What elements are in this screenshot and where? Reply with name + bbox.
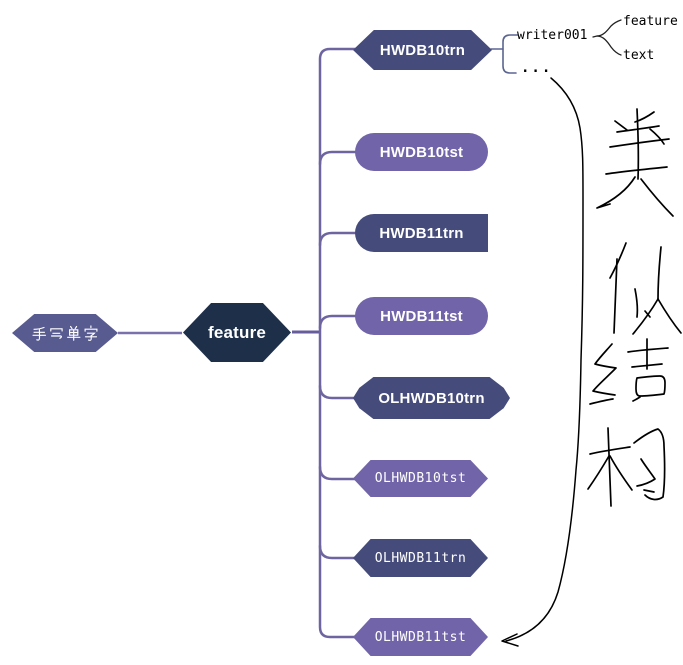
annotation-strokes <box>587 108 682 507</box>
node-root[interactable] <box>12 314 118 352</box>
writer-bracket <box>490 34 519 74</box>
trunk-line <box>318 47 358 639</box>
writer-split-curls <box>592 19 622 56</box>
node-label: HWDB11trn <box>379 224 464 242</box>
node-label: OLHWDB11tst <box>374 629 467 645</box>
branch-olhwdb10tst <box>318 465 359 481</box>
hanzi-shou <box>32 326 47 341</box>
node-label: OLHWDB10tst <box>374 471 467 486</box>
writer-ellipsis: ... <box>521 60 553 76</box>
hanzi-gou <box>587 427 666 507</box>
node-hwdb11trn[interactable]: HWDB11trn <box>355 214 488 252</box>
node-hwdb10trn[interactable]: HWDB10trn <box>353 30 492 70</box>
hand-brace-arrowhead <box>501 633 519 647</box>
node-label: OLHWDB11trn <box>374 550 467 566</box>
hanzi-lei <box>596 108 674 217</box>
hand-brace <box>501 77 584 647</box>
branch-olhwdb11trn <box>318 544 359 560</box>
hanzi-xie <box>50 327 63 339</box>
writer-bracket-brace <box>502 34 519 74</box>
branch-hwdb11tst <box>318 314 359 330</box>
curl-to-feature <box>592 19 622 38</box>
node-label: OLHWDB10trn <box>378 389 485 407</box>
node-olhwdb10trn[interactable]: OLHWDB10trn <box>353 377 510 419</box>
node-hwdb10tst[interactable]: HWDB10tst <box>355 133 488 171</box>
hanzi-si <box>609 242 682 335</box>
node-hub-label: feature <box>207 322 267 342</box>
node-olhwdb10tst[interactable]: OLHWDB10tst <box>353 460 488 497</box>
node-olhwdb11tst[interactable]: OLHWDB11tst <box>353 618 488 656</box>
node-label: HWDB10tst <box>379 143 464 161</box>
node-hwdb11tst[interactable]: HWDB11tst <box>355 297 488 335</box>
writer-file-feature-label[interactable]: feature <box>623 14 678 29</box>
root-label-strokes <box>32 324 98 341</box>
writer001-label[interactable]: writer001 <box>517 28 588 43</box>
branch-olhwdb10trn <box>318 384 359 400</box>
branch-hwdb10tst <box>318 150 359 166</box>
writer-file-text-label[interactable]: text <box>623 48 655 63</box>
node-olhwdb11trn[interactable]: OLHWDB11trn <box>353 539 488 577</box>
branch-hwdb11trn <box>318 231 359 247</box>
hanzi-dan <box>67 325 81 341</box>
hanzi-jie <box>589 338 669 405</box>
hand-brace-curve <box>505 77 584 642</box>
node-label: HWDB10trn <box>379 41 466 59</box>
branch-lines <box>318 150 359 560</box>
curl-to-text <box>596 35 622 56</box>
node-label: HWDB11tst <box>380 307 463 325</box>
hanzi-zi <box>84 324 98 341</box>
